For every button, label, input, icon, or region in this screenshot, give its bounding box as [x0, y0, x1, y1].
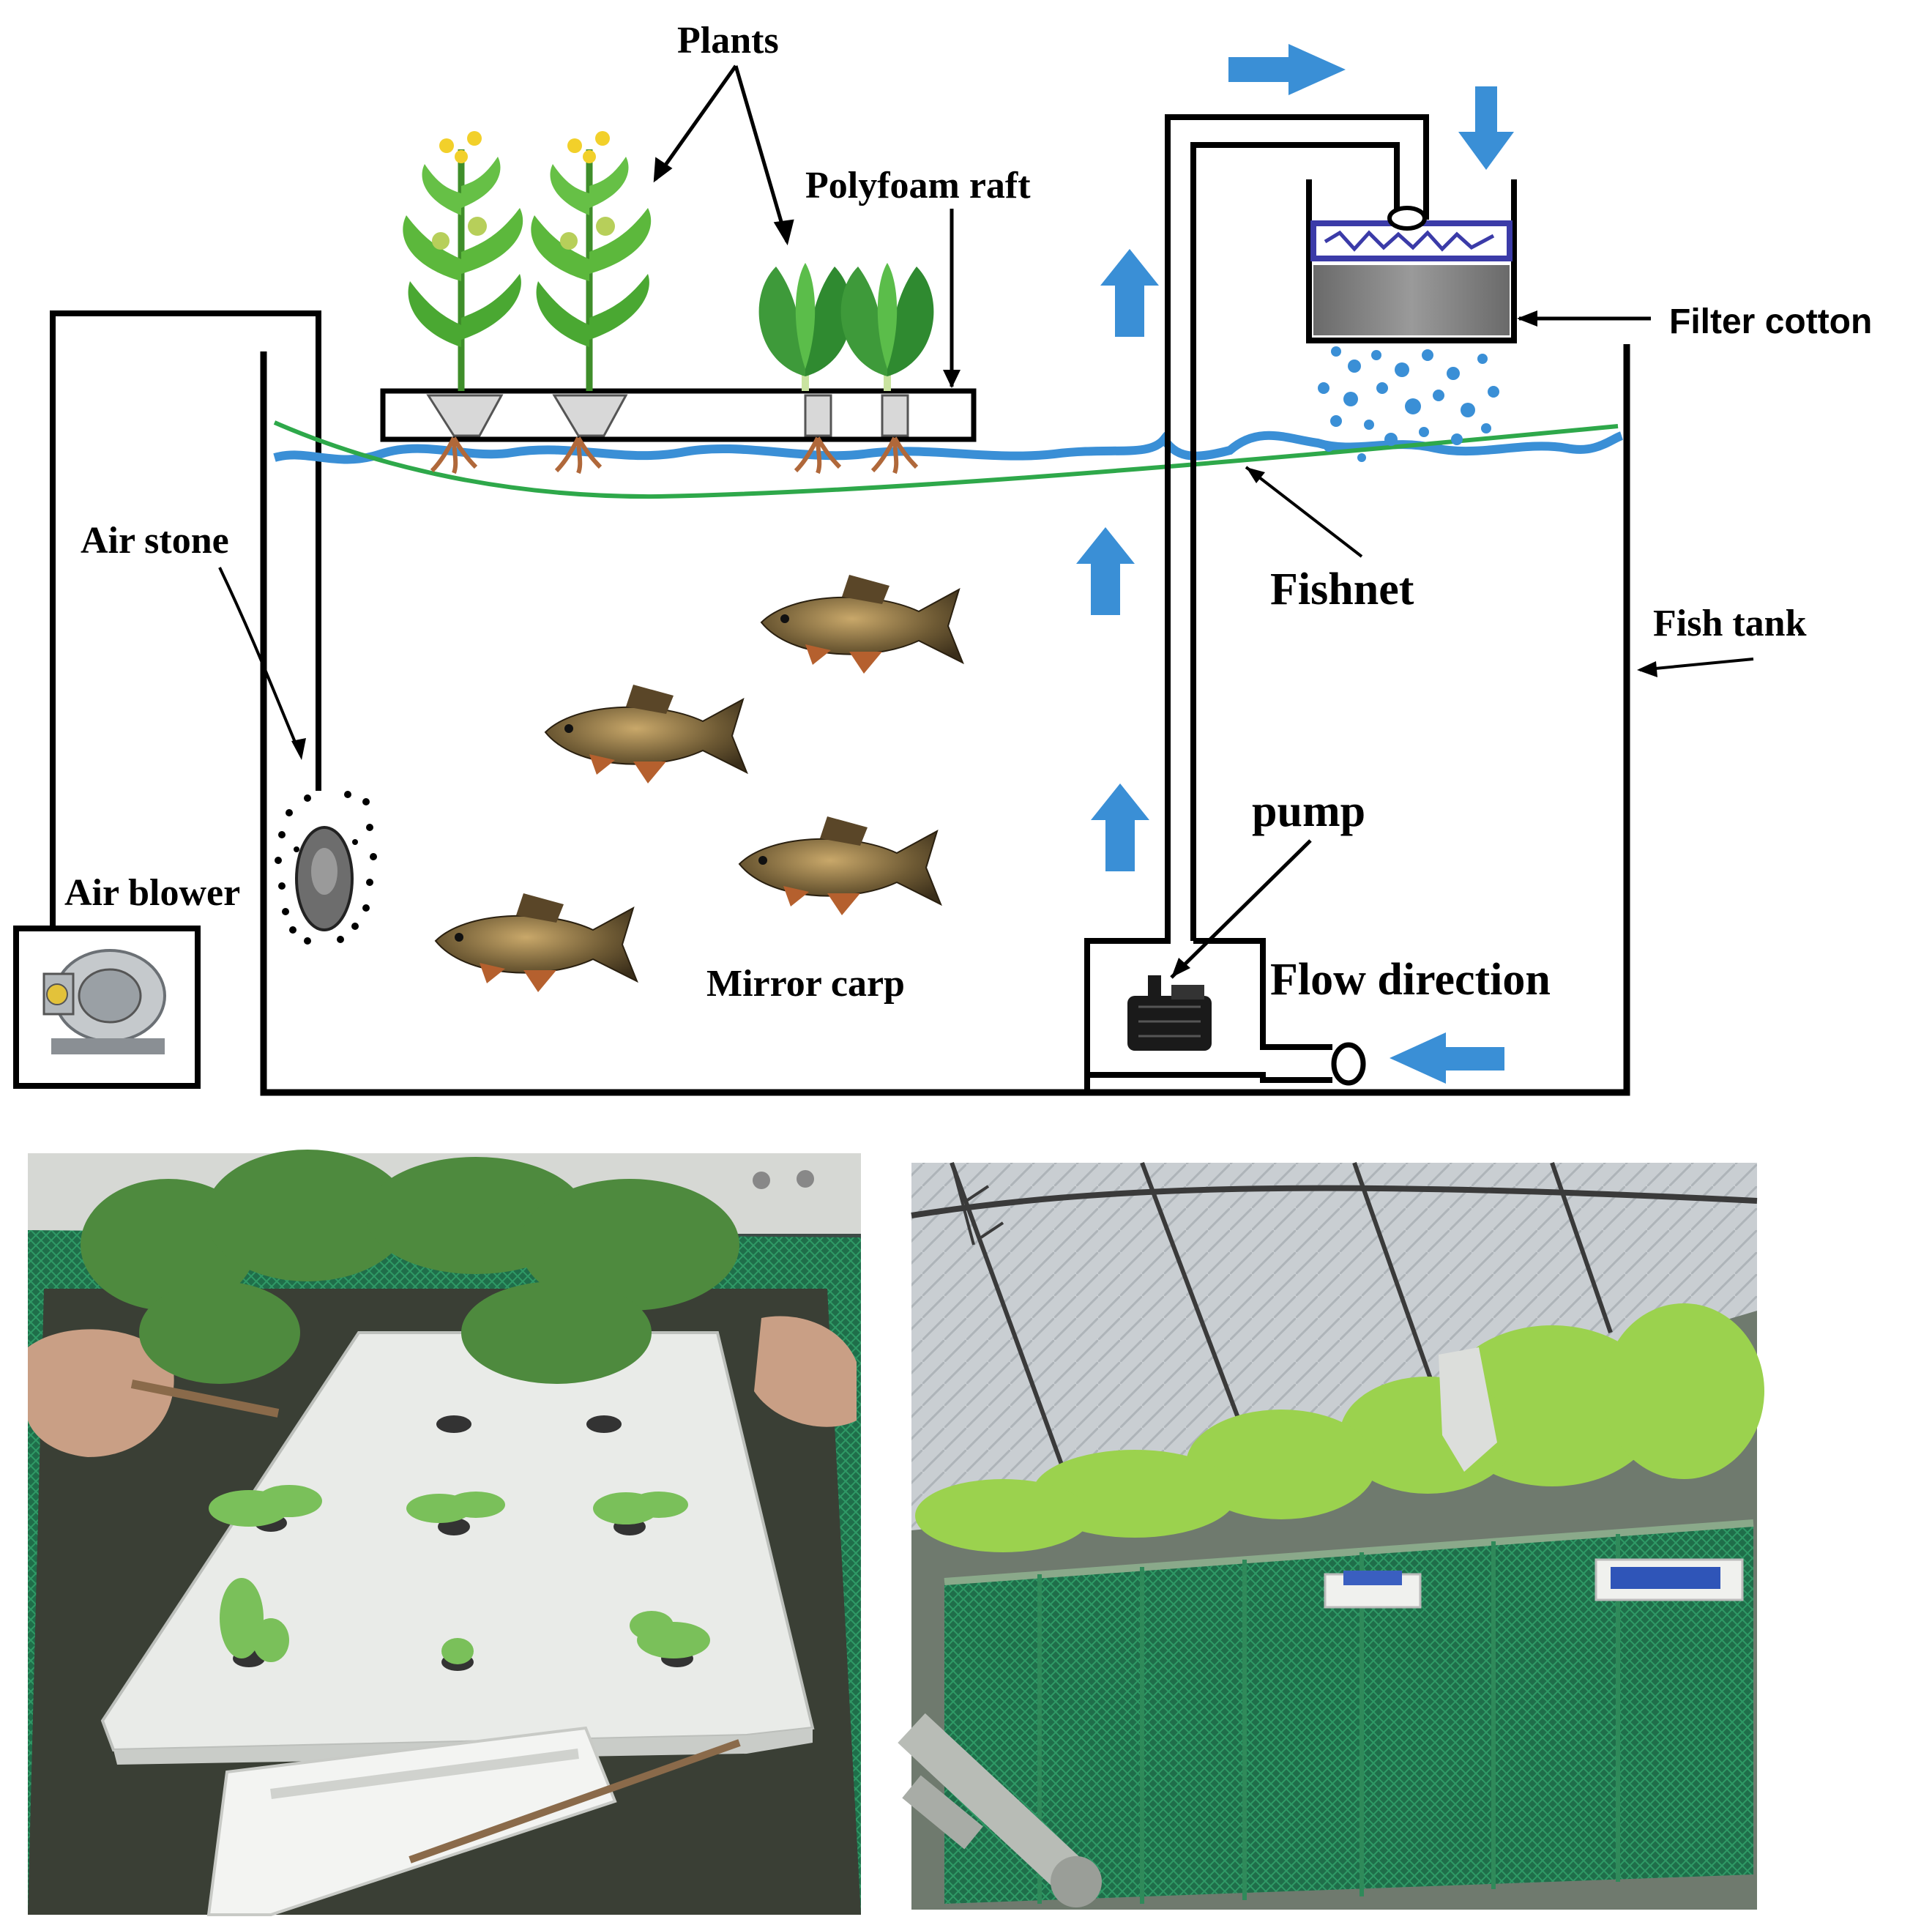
air-stone-icon: [275, 791, 377, 945]
lettuce-plant-icon: [759, 263, 852, 391]
filter-cotton-pointer-arrow: [1517, 310, 1651, 327]
raft-pointer-arrow: [943, 209, 961, 388]
pump-label: pump: [1252, 786, 1365, 836]
flow-arrow-right: [1228, 44, 1346, 95]
flow-arrow-left: [1390, 1032, 1504, 1084]
flow-arrows: [1076, 44, 1514, 1084]
mirror-carp-icon: [761, 574, 963, 674]
air-stone-label: Air stone: [81, 520, 229, 562]
filter-cotton-label: Filter cotton: [1669, 302, 1872, 341]
fish-tank-label: Fish tank: [1653, 603, 1807, 644]
lettuce-plant-icon: [841, 263, 934, 391]
water-surface: [273, 431, 1624, 464]
air-blower: [13, 926, 201, 1089]
air-stone-pointer-arrow: [218, 567, 306, 760]
fishnet-line: [273, 420, 1619, 499]
tomato-plant-icon: [403, 131, 523, 391]
flow-direction-label: Flow direction: [1270, 955, 1551, 1005]
water-droplets: [1318, 346, 1499, 462]
fishnet-pointer-arrow: [1245, 466, 1363, 558]
mirror-carp-icon: [435, 893, 638, 993]
polyfoam-raft-label: Polyfoam raft: [805, 165, 1031, 206]
flow-arrow-up: [1100, 249, 1159, 337]
flow-arrow-up: [1076, 527, 1135, 615]
mirror-carp-label: Mirror carp: [706, 963, 905, 1005]
air-line: [50, 310, 321, 928]
fishnet-label: Fishnet: [1270, 565, 1414, 614]
pump-pointer-arrow: [1170, 839, 1312, 979]
plants-pointer-arrows: [653, 64, 794, 246]
plants-label: Plants: [677, 20, 779, 62]
fish-tank-pointer-arrow: [1637, 658, 1754, 677]
mirror-carp-icon: [545, 684, 747, 784]
air-blower-label: Air blower: [64, 872, 240, 914]
mirror-carp-icon: [739, 816, 941, 916]
polyfoam-raft: [380, 388, 977, 442]
filter-box: [1306, 179, 1517, 343]
raft-photo: [28, 1150, 861, 1916]
pump-pipe: [1084, 114, 1429, 1090]
flow-arrow-up: [1091, 783, 1149, 871]
pump-icon: [1127, 975, 1212, 1051]
air-blower-icon: [42, 949, 166, 1054]
flow-arrow-down: [1458, 86, 1514, 170]
greenhouse-photo: [898, 1161, 1764, 1910]
tomato-plant-icon: [531, 131, 651, 391]
fish-tank: [260, 344, 1630, 1096]
